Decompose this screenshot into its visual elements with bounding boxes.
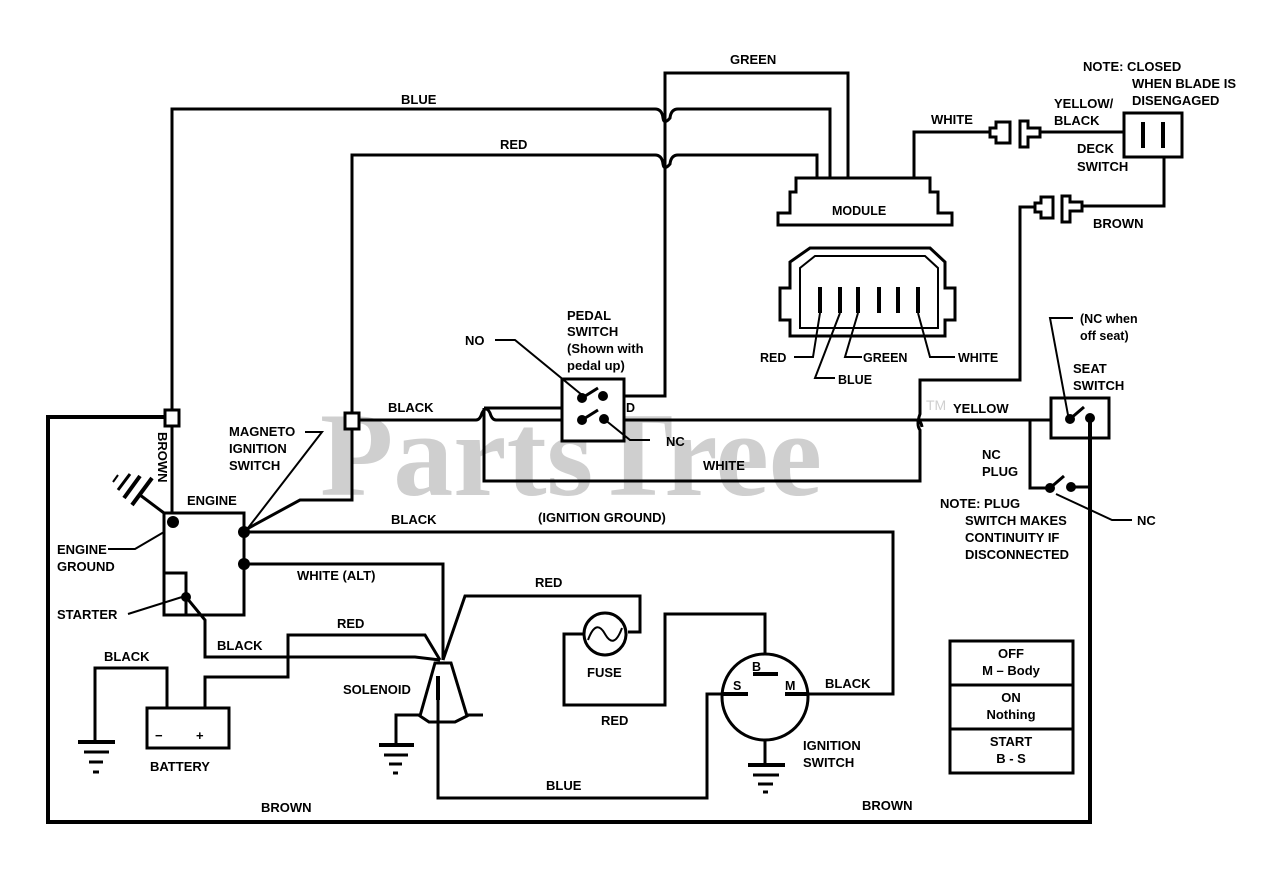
plug-note-1: NOTE: PLUG (940, 496, 1020, 511)
solenoid (379, 594, 740, 800)
table-row-1-connection: Nothing (986, 707, 1035, 722)
pedal-no-label: NO (465, 333, 485, 348)
fuse-label: FUSE (587, 665, 622, 680)
terminal-s: S (733, 679, 741, 693)
table-row-1-position: ON (1001, 690, 1021, 705)
pin-label-red: RED (760, 351, 786, 365)
wire-white-module (912, 119, 1124, 178)
table-row-2-position: START (990, 734, 1032, 749)
label-brown-deck: BROWN (1093, 216, 1144, 231)
pedal-switch: D (495, 339, 650, 443)
deck-note-2: WHEN BLADE IS (1132, 76, 1236, 91)
magneto-label-3: SWITCH (229, 458, 280, 473)
seat-note-1: (NC when (1080, 312, 1138, 326)
label-brown-vertical: BROWN (155, 432, 170, 483)
label-red-top: RED (500, 137, 527, 152)
watermark-trademark: TM (926, 397, 946, 413)
terminal-m: M (785, 679, 795, 693)
label-black-ign-ground: BLACK (391, 512, 437, 527)
label-black-battery: BLACK (104, 649, 150, 664)
seat-switch (46, 317, 1111, 824)
label-black-starter: BLACK (217, 638, 263, 653)
nc-plug (1028, 420, 1132, 521)
battery-minus: − (155, 728, 163, 743)
label-red-fuse-top: RED (535, 575, 562, 590)
ignition-switch: B S M (720, 652, 810, 794)
nc-plug-nc-label: NC (1137, 513, 1156, 528)
pin-label-white: WHITE (958, 351, 998, 365)
label-ignition-ground: (IGNITION GROUND) (538, 510, 666, 525)
table-row-0-position: OFF (998, 646, 1024, 661)
ignition-switch-label-1: IGNITION (803, 738, 861, 753)
wire-red-battery (203, 633, 442, 708)
battery-plus: + (196, 728, 204, 743)
label-blue-bottom: BLUE (546, 778, 582, 793)
label-white-loop: WHITE (703, 458, 745, 473)
label-black-mid: BLACK (388, 400, 434, 415)
connector-black (343, 411, 361, 431)
magneto-label-2: IGNITION (229, 441, 287, 456)
wire-white-alt (244, 562, 445, 660)
pedal-nc-label: NC (666, 434, 685, 449)
terminal-b: B (752, 660, 761, 674)
plug-note-4: DISCONNECTED (965, 547, 1069, 562)
label-yellow-black-2: BLACK (1054, 113, 1100, 128)
starter-leader (127, 596, 183, 615)
module: MODULE (776, 176, 954, 227)
magneto-label-1: MAGNETO (229, 424, 295, 439)
deck-switch-label-1: DECK (1077, 141, 1114, 156)
battery: − + (93, 666, 231, 750)
module-connector: RED BLUE GREEN WHITE (760, 246, 998, 387)
engine-ground-label-2: GROUND (57, 559, 115, 574)
label-yellow-black-1: YELLOW/ (1054, 96, 1114, 111)
pedal-switch-label-4: pedal up) (567, 358, 625, 373)
label-brown-bottom-left: BROWN (261, 800, 312, 815)
pin-label-green: GREEN (863, 351, 907, 365)
wire-black-ignition-ground (244, 530, 895, 696)
ground-icon-battery (78, 740, 115, 774)
label-black-ign-switch: BLACK (825, 676, 871, 691)
starter-label: STARTER (57, 607, 118, 622)
nc-plug-label-2: PLUG (982, 464, 1018, 479)
fuse (562, 611, 767, 707)
pedal-switch-label-3: (Shown with (567, 341, 644, 356)
pedal-switch-label-2: SWITCH (567, 324, 618, 339)
seat-switch-label-1: SEAT (1073, 361, 1107, 376)
solenoid-label: SOLENOID (343, 682, 411, 697)
label-blue-top: BLUE (401, 92, 437, 107)
engine-ground-label-1: ENGINE (57, 542, 107, 557)
svg-text:D: D (626, 401, 635, 415)
deck-note-1: NOTE: CLOSED (1083, 59, 1181, 74)
magneto-leader (247, 431, 325, 529)
label-brown-bottom-right: BROWN (862, 798, 913, 813)
connector-brown (163, 408, 181, 428)
table-row-2-connection: B - S (996, 751, 1026, 766)
engine-label: ENGINE (187, 493, 237, 508)
label-red-fuse-bottom: RED (601, 713, 628, 728)
deck-note-3: DISENGAGED (1132, 93, 1219, 108)
wire-green-top (663, 71, 850, 395)
table-row-0-connection: M – Body (982, 663, 1041, 678)
wire-red-top (350, 153, 819, 412)
seat-switch-label-2: SWITCH (1073, 378, 1124, 393)
ignition-switch-label-2: SWITCH (803, 755, 854, 770)
label-green: GREEN (730, 52, 776, 67)
plug-note-2: SWITCH MAKES (965, 513, 1067, 528)
plug-note-3: CONTINUITY IF (965, 530, 1059, 545)
wire-black-starter (184, 596, 441, 662)
deck-switch (918, 111, 1184, 412)
nc-plug-label-1: NC (982, 447, 1001, 462)
label-red-battery: RED (337, 616, 364, 631)
switch-position-table: OFF M – Body ON Nothing START B - S (948, 639, 1075, 775)
engine-ground-leader (108, 531, 165, 550)
pin-label-blue: BLUE (838, 373, 872, 387)
deck-switch-label-2: SWITCH (1077, 159, 1128, 174)
label-white-alt: WHITE (ALT) (297, 568, 375, 583)
pedal-switch-label-1: PEDAL (567, 308, 611, 323)
battery-label: BATTERY (150, 759, 210, 774)
label-yellow: YELLOW (953, 401, 1009, 416)
module-label: MODULE (832, 204, 886, 218)
seat-note-2: off seat) (1080, 329, 1129, 343)
label-white-module: WHITE (931, 112, 973, 127)
